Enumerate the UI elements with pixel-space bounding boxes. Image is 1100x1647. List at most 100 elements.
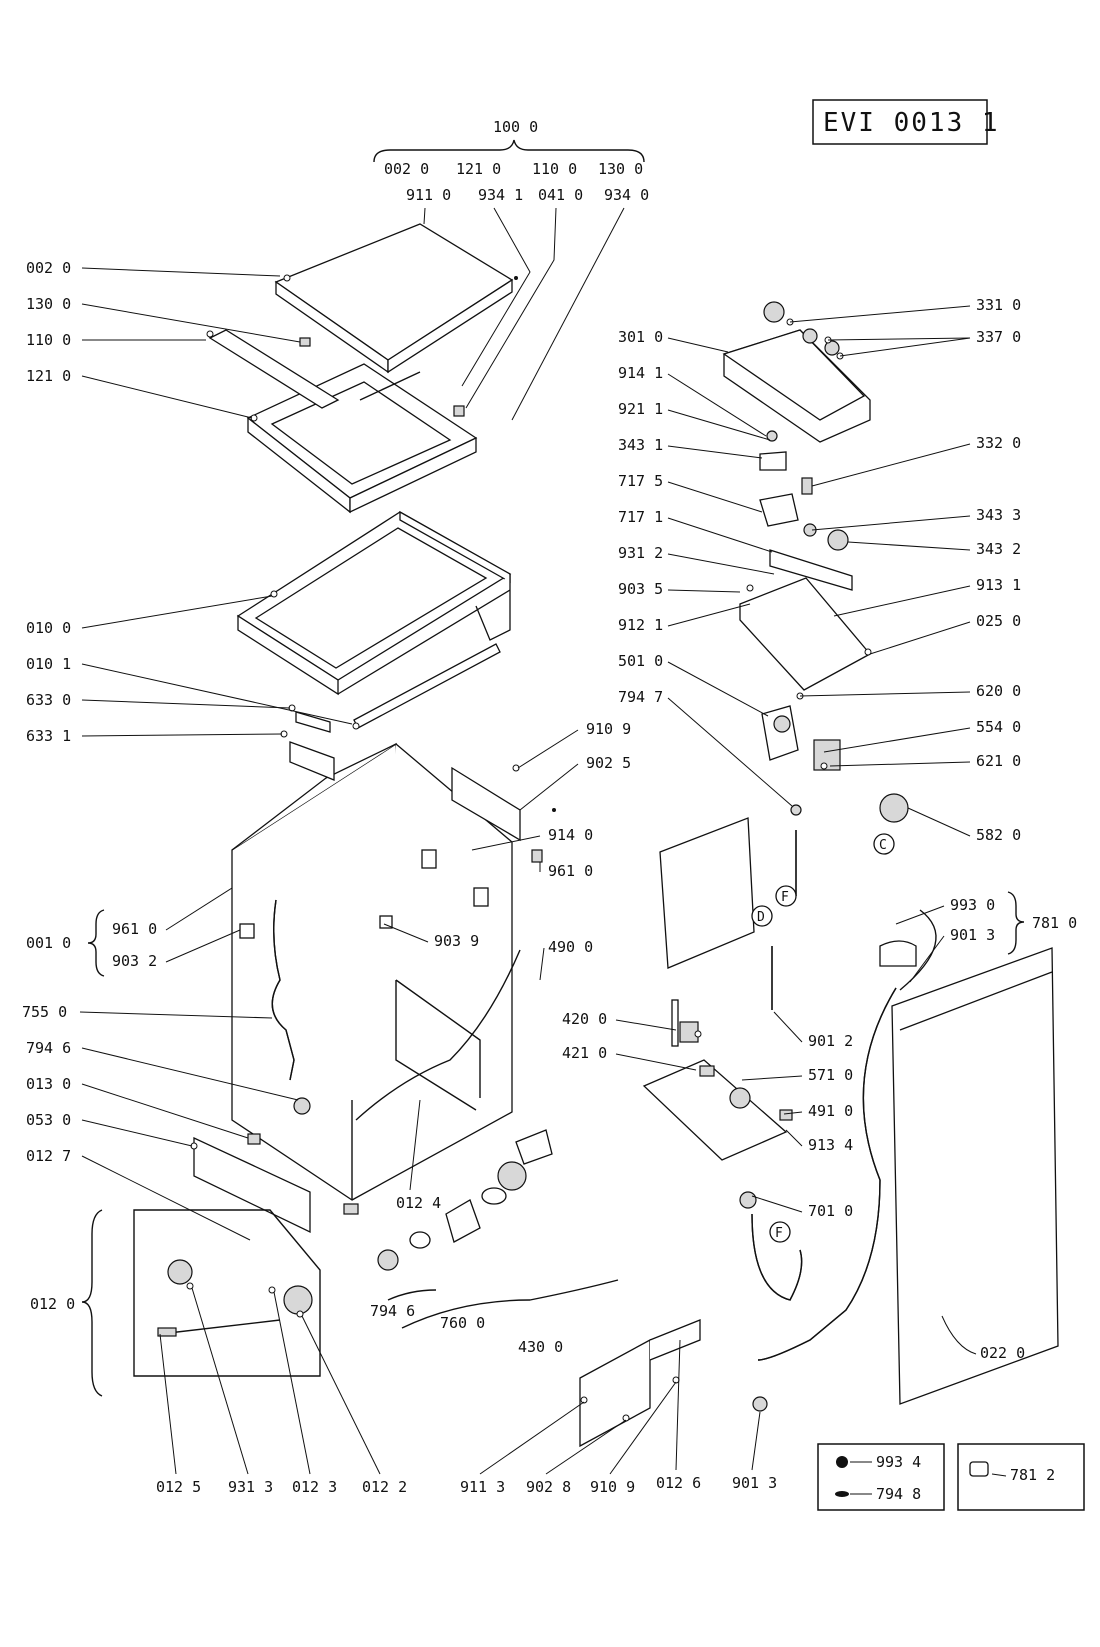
group-top-row1-2: 110 0 (532, 160, 577, 178)
pump-labels: 794 6 760 0 430 0 (370, 1302, 563, 1356)
right-top-right-5: 913 1 (976, 576, 1021, 594)
right-top-left-3: 343 1 (618, 436, 663, 454)
group-001-brace (87, 909, 105, 977)
marker-2: C (879, 838, 887, 853)
legend: 993 4 794 8 781 2 (817, 1443, 1085, 1511)
cabinet-drawing (231, 704, 521, 1215)
group-top-row1-3: 130 0 (598, 160, 643, 178)
lower-right-label-5: 022 0 (980, 1344, 1025, 1362)
right-top-left-2: 921 1 (618, 400, 663, 418)
right-top-right-4: 343 2 (976, 540, 1021, 558)
middle-label-2: 914 0 (548, 826, 593, 844)
right-top-left-7: 903 5 (618, 580, 663, 598)
group-012-brace (81, 1209, 103, 1397)
door-lock-group-box (133, 1209, 321, 1377)
middle-label-6: 420 0 (562, 1010, 607, 1028)
legend-box1-item-1: 794 8 (876, 1485, 921, 1503)
bottom-label-3: 012 2 (362, 1478, 407, 1496)
middle-labels: 910 9 902 5 914 0 961 0 903 9 490 0 420 … (383, 720, 697, 1212)
group-781-item-1: 901 3 (950, 926, 995, 944)
right-top-right-6: 025 0 (976, 612, 1021, 630)
right-top-left-6: 931 2 (618, 544, 663, 562)
group-top-row2-3: 934 0 (604, 186, 649, 204)
top-group-brace (373, 139, 645, 163)
legend-box-2 (957, 1443, 1085, 1511)
group-012: 012 0 (30, 1209, 103, 1397)
right-top-right-8: 554 0 (976, 718, 1021, 736)
left-label-4: 010 0 (26, 619, 71, 637)
top-group-header: 100 0 002 0 121 0 110 0 130 0 911 0 934 … (373, 118, 649, 421)
left-label-2: 110 0 (26, 331, 71, 349)
group-top-row1-0: 002 0 (384, 160, 429, 178)
lower-right-labels: 901 2 571 0 491 0 913 4 701 0 022 0 901 … (732, 1011, 1025, 1492)
timer-assembly-drawing (739, 430, 909, 823)
group-001-item-1: 903 2 (112, 952, 157, 970)
legend-connector-icon (969, 1461, 989, 1477)
legend-box-1 (817, 1443, 945, 1511)
bottom-label-6: 910 9 (590, 1478, 635, 1496)
bottom-label-7: 012 6 (656, 1474, 701, 1492)
middle-label-5: 490 0 (548, 938, 593, 956)
right-top-right-2: 332 0 (976, 434, 1021, 452)
control-panel-drawing (722, 301, 871, 443)
left-label-10: 013 0 (26, 1075, 71, 1093)
worktop-frame-drawing (236, 510, 512, 730)
connection-markers: F D C F (751, 833, 895, 1243)
drawing-code: EVI 0013 1 (823, 108, 1000, 138)
lower-right-label-0: 901 2 (808, 1032, 853, 1050)
right-top-left-5: 717 1 (618, 508, 663, 526)
left-label-0: 002 0 (26, 259, 71, 277)
middle-label-7: 421 0 (562, 1044, 607, 1062)
pump-label-c: 430 0 (518, 1338, 563, 1356)
left-label-3: 121 0 (26, 367, 71, 385)
right-top-right-10: 582 0 (976, 826, 1021, 844)
legend-nut-icon (836, 1456, 848, 1468)
left-label-12: 012 7 (26, 1147, 71, 1165)
right-top-left-8: 912 1 (618, 616, 663, 634)
left-label-5: 010 1 (26, 655, 71, 673)
top-frame-drawing (206, 329, 478, 514)
group-top-title: 100 0 (493, 118, 538, 136)
right-top-right-7: 620 0 (976, 682, 1021, 700)
middle-label-8: 012 4 (396, 1194, 441, 1212)
left-label-1: 130 0 (26, 295, 71, 313)
marker-0: F (781, 890, 789, 905)
right-top-left-4: 717 5 (618, 472, 663, 490)
group-781-brace (1007, 891, 1025, 955)
bottom-label-2: 012 3 (292, 1478, 337, 1496)
right-top-left-10: 794 7 (618, 688, 663, 706)
marker-3: F (775, 1226, 783, 1241)
middle-label-0: 910 9 (586, 720, 631, 738)
group-top-row2-1: 934 1 (478, 186, 523, 204)
right-top-right-1: 337 0 (976, 328, 1021, 346)
bottom-support-drawing (579, 1319, 701, 1448)
pump-label-a: 794 6 (370, 1302, 415, 1320)
pump-label-b: 760 0 (440, 1314, 485, 1332)
left-label-6: 633 0 (26, 691, 71, 709)
lower-right-label-2: 491 0 (808, 1102, 853, 1120)
group-781-item-0: 993 0 (950, 896, 995, 914)
right-top-right-3: 343 3 (976, 506, 1021, 524)
left-label-8: 755 0 (22, 1003, 67, 1021)
group-781-label: 781 0 (1032, 914, 1077, 932)
group-top-row1-1: 121 0 (456, 160, 501, 178)
worktop-lid-drawing (274, 223, 518, 374)
plinth-drawing (190, 1136, 311, 1234)
left-label-11: 053 0 (26, 1111, 71, 1129)
legend-washer-icon (835, 1491, 849, 1497)
middle-label-1: 902 5 (586, 754, 631, 772)
group-001: 001 0 961 0 903 2 (26, 887, 241, 977)
left-labels: 002 0 130 0 110 0 121 0 010 0 010 1 633 … (22, 259, 353, 1241)
left-label-9: 794 6 (26, 1039, 71, 1057)
bottom-label-0: 012 5 (156, 1478, 201, 1496)
bottom-label-5: 902 8 (526, 1478, 571, 1496)
right-top-left-1: 914 1 (618, 364, 663, 382)
bottom-labels: 012 5 931 3 012 3 012 2 911 3 902 8 910 … (156, 1287, 701, 1496)
lower-right-label-3: 913 4 (808, 1136, 853, 1154)
door-panel-drawing (659, 804, 1059, 1412)
legend-box2-item-0: 781 2 (1010, 1466, 1055, 1484)
legend-box1-item-0: 993 4 (876, 1453, 921, 1471)
drawing-code-box: EVI 0013 1 (812, 99, 1000, 145)
right-top-right-9: 621 0 (976, 752, 1021, 770)
